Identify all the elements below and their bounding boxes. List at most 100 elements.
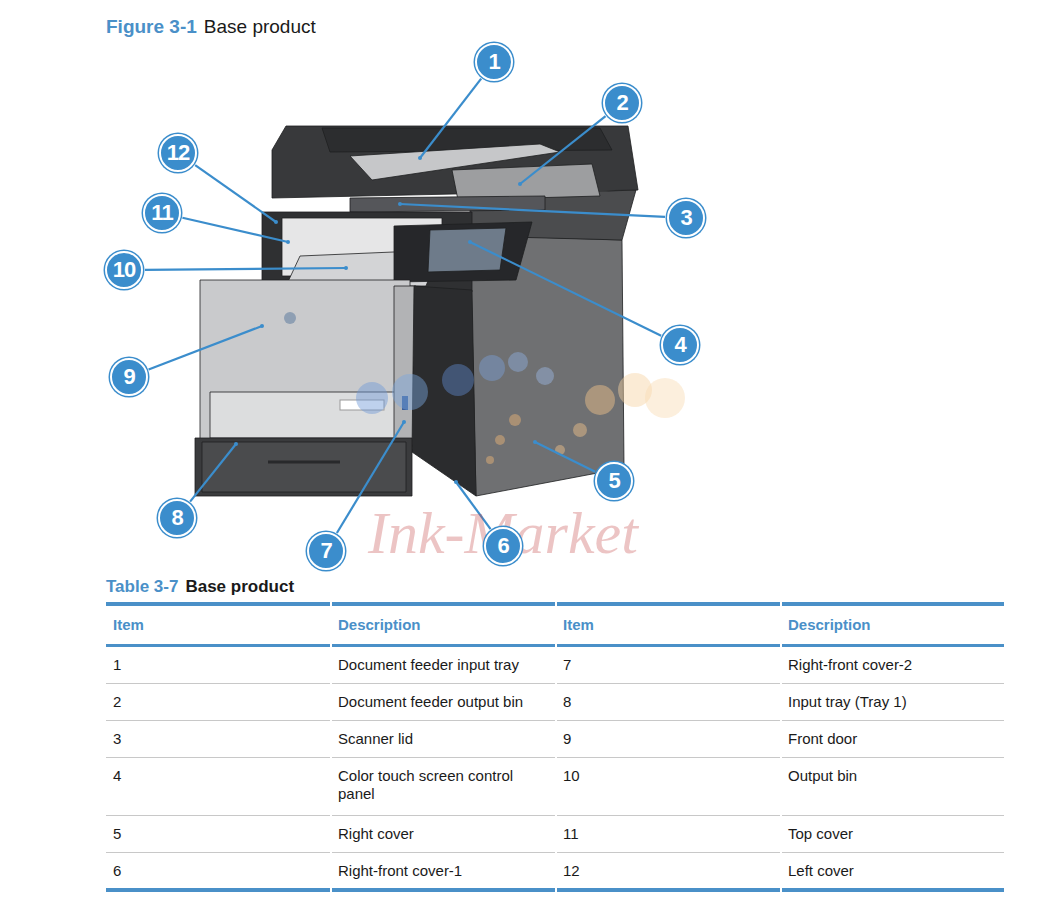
callout-text: 12 (167, 142, 189, 164)
item-number: 5 (113, 825, 318, 843)
adf-output-bin (452, 164, 600, 200)
leader-dot (418, 156, 422, 160)
leader-line (400, 204, 665, 217)
part-description: Left cover (788, 862, 993, 880)
part-description: Right-front cover-1 (338, 862, 543, 880)
leader-dot (286, 240, 290, 244)
item-number: 1 (113, 656, 318, 674)
leader-dot (260, 324, 264, 328)
item-number: 9 (563, 730, 768, 748)
column-gap (780, 600, 782, 894)
watermark-dot (486, 456, 494, 464)
watermark-dot (536, 367, 554, 385)
table-header: Item (563, 616, 773, 634)
item-number: 8 (563, 693, 768, 711)
part-description: Right-front cover-2 (788, 656, 993, 674)
leader-dot (454, 480, 458, 484)
logo-mark (284, 312, 296, 324)
figure-title: Base product (204, 16, 316, 38)
control-panel (394, 222, 532, 282)
part-description: Document feeder output bin (338, 693, 543, 711)
leader-dot (274, 220, 278, 224)
leader-line (149, 326, 262, 369)
watermark-dot (495, 435, 505, 445)
callout-text: 11 (151, 202, 172, 224)
watermark-dot (356, 382, 388, 414)
figure-number: Figure 3-1 (106, 16, 197, 38)
watermark-dot (508, 352, 528, 372)
watermark-dot (585, 385, 615, 415)
leader-line (420, 79, 481, 158)
touch-screen (428, 228, 506, 272)
part-description: Right cover (338, 825, 543, 843)
part-description: Output bin (788, 767, 993, 785)
leader-dot (234, 442, 238, 446)
item-number: 3 (113, 730, 318, 748)
callout-number: 5 (595, 462, 633, 500)
leader-line (195, 165, 276, 222)
item-number: 6 (113, 862, 318, 880)
part-description: Scanner lid (338, 730, 543, 748)
table-number: Table 3-7 (106, 577, 178, 597)
item-number: 2 (113, 693, 318, 711)
callout-number: 6 (484, 527, 522, 565)
callout-number: 11 (143, 194, 181, 232)
leader-line (182, 218, 288, 242)
item-number: 12 (563, 862, 768, 880)
column-gap (555, 600, 557, 894)
callout-text: 9 (123, 366, 134, 388)
watermark-dot (479, 355, 505, 381)
callout-number: 8 (158, 499, 196, 537)
leader-line (470, 242, 661, 336)
base (195, 438, 412, 496)
leader-dot (468, 240, 472, 244)
callout-text: 3 (680, 207, 691, 229)
callout-number: 12 (159, 134, 197, 172)
watermark-dot (392, 374, 428, 410)
callout-text: 1 (488, 51, 499, 73)
callout-text: 10 (113, 259, 135, 281)
part-description: Input tray (Tray 1) (788, 693, 993, 711)
callout-number: 3 (667, 199, 705, 237)
leader-dot (402, 420, 406, 424)
leader-dot (518, 182, 522, 186)
item-number: 7 (563, 656, 768, 674)
leader-line (190, 444, 236, 502)
callout-text: 5 (608, 470, 619, 492)
tray-handle (268, 461, 340, 464)
leader-line (145, 268, 346, 270)
part-description: Document feeder input tray (338, 656, 543, 674)
callout-number: 2 (603, 84, 641, 122)
item-number: 10 (563, 767, 768, 785)
watermark-dot (509, 414, 521, 426)
callout-number: 10 (105, 251, 143, 289)
table-header: Description (338, 616, 548, 634)
leader-dot (533, 440, 537, 444)
table-header: Description (788, 616, 998, 634)
watermark-dot (645, 378, 685, 418)
callout-number: 1 (475, 43, 513, 81)
item-number: 4 (113, 767, 318, 785)
part-description: Color touch screen control panel (338, 767, 543, 803)
callout-number: 9 (110, 358, 148, 396)
column-gap (330, 600, 332, 894)
table-header: Item (113, 616, 323, 634)
callout-text: 7 (320, 540, 331, 562)
callout-text: 2 (616, 92, 627, 114)
table-title: Base product (185, 577, 294, 597)
watermark-dot (442, 364, 474, 396)
leader-dot (344, 266, 348, 270)
leader-line (535, 442, 595, 472)
callout-text: 8 (171, 507, 182, 529)
leader-line (520, 116, 606, 184)
front-door (200, 280, 410, 440)
leader-dot (398, 202, 402, 206)
callout-number: 7 (307, 532, 345, 570)
callout-number: 4 (661, 326, 699, 364)
callout-text: 4 (674, 334, 685, 356)
part-description: Front door (788, 730, 993, 748)
callout-text: 6 (497, 535, 508, 557)
watermark-dot (573, 423, 587, 437)
item-number: 11 (563, 825, 768, 843)
part-description: Top cover (788, 825, 993, 843)
